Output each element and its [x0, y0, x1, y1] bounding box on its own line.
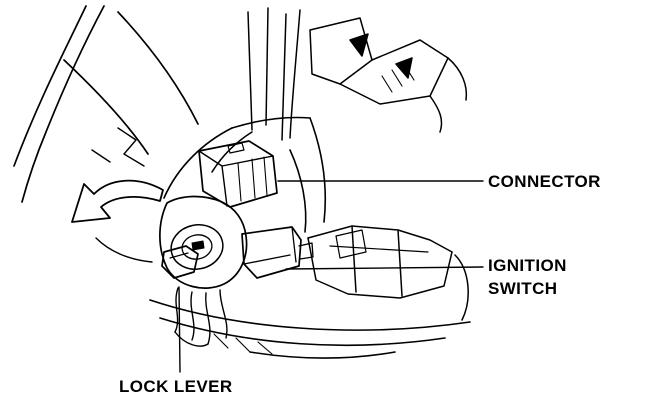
dash-and-pillar-lines	[13, 5, 199, 263]
label-lock-lever: LOCK LEVER	[119, 377, 233, 396]
label-ignition-switch: IGNITION SWITCH	[488, 256, 567, 298]
ignition-switch-part	[241, 226, 314, 279]
right-bracket-lines	[307, 225, 469, 321]
upper-bracket-lines	[247, 7, 468, 141]
leader-line-lock-lever	[178, 286, 181, 373]
label-connector: CONNECTOR	[488, 172, 601, 191]
connector-part	[198, 140, 278, 208]
lower-harness-lines	[149, 299, 471, 359]
rotation-arrow	[71, 179, 164, 223]
boot-lines	[174, 287, 228, 347]
steering-column-shroud-lines	[163, 116, 327, 233]
lock-housing-part	[159, 195, 248, 289]
lock-lever-part	[161, 245, 199, 279]
leader-line-ignition-switch	[285, 266, 484, 270]
